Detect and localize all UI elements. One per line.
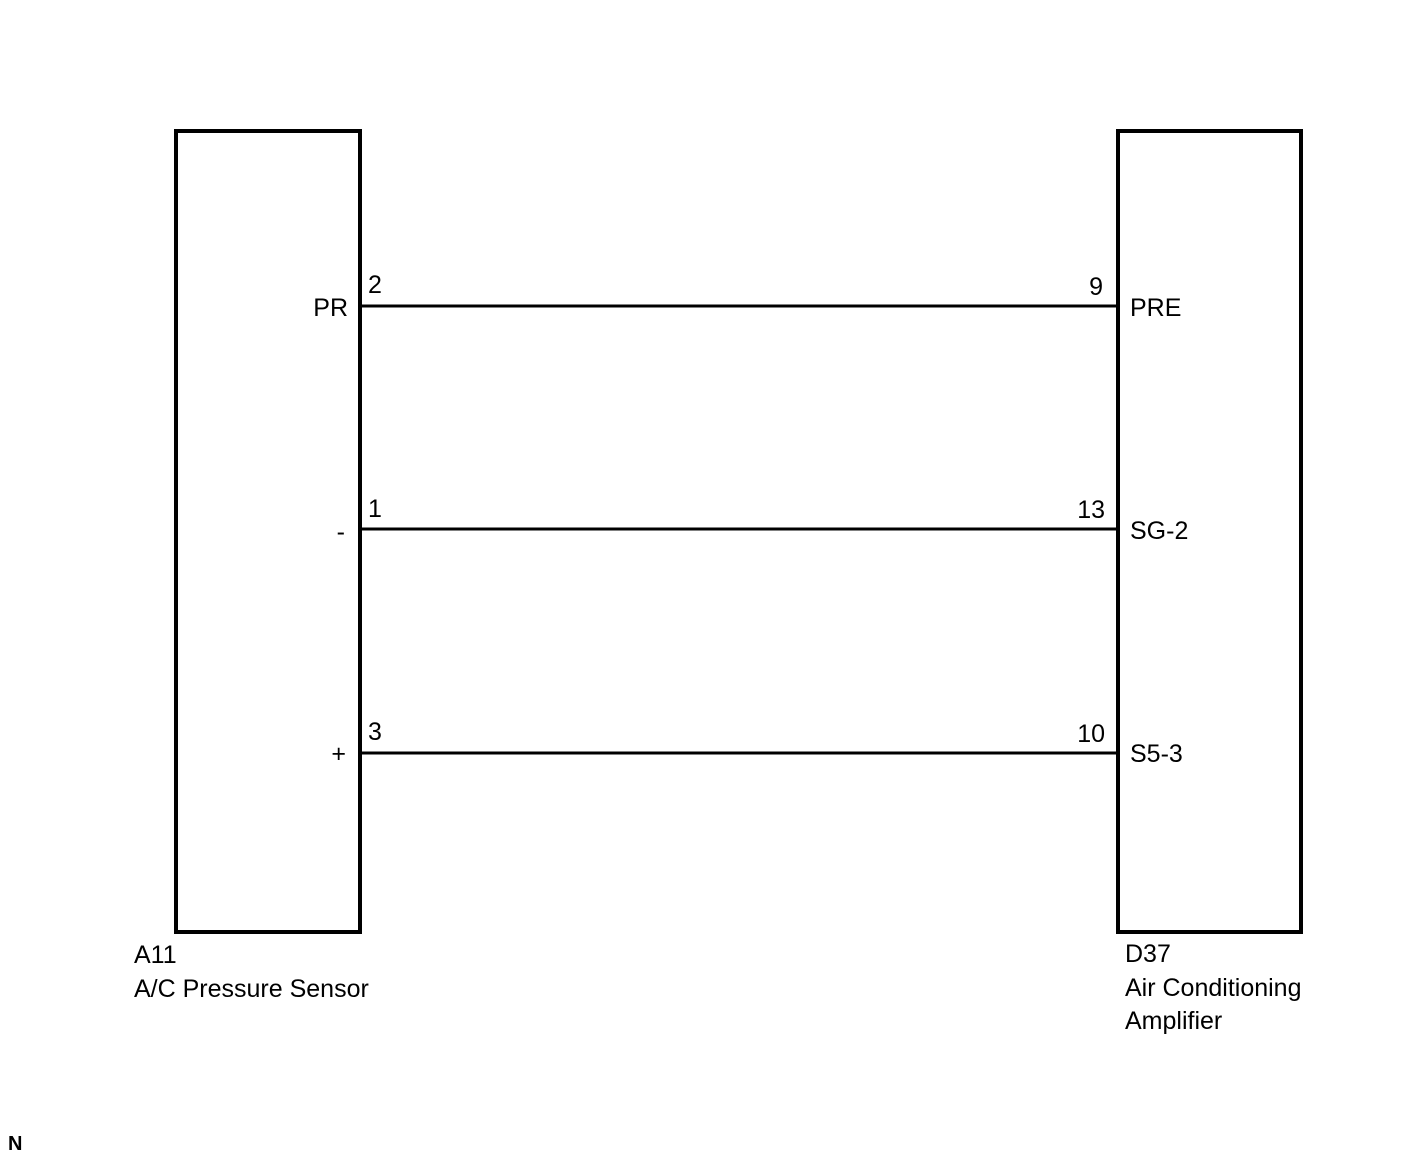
terminal-label-left: PR (313, 294, 348, 322)
terminal-label-right: SG-2 (1130, 517, 1188, 545)
corner-mark: N (8, 1133, 22, 1155)
a11-component-code: A11 (134, 941, 177, 969)
terminal-label-right: S5-3 (1130, 740, 1183, 768)
pin-number-left: 1 (368, 495, 382, 523)
pin-number-right: 9 (1089, 273, 1103, 301)
terminal-label-right: PRE (1130, 294, 1181, 322)
pin-number-right: 13 (1077, 496, 1105, 524)
terminal-label-left: - (337, 518, 345, 546)
pin-number-left: 2 (368, 271, 382, 299)
a11-sensor-box (174, 129, 362, 934)
a11-component-name: A/C Pressure Sensor (134, 975, 369, 1003)
d37-component-name-line2: Amplifier (1125, 1007, 1222, 1035)
d37-amplifier-box (1116, 129, 1303, 934)
pin-number-left: 3 (368, 718, 382, 746)
pin-number-right: 10 (1077, 720, 1105, 748)
d37-component-code: D37 (1125, 940, 1171, 968)
terminal-label-left: + (331, 740, 346, 768)
d37-component-name-line1: Air Conditioning (1125, 974, 1302, 1002)
